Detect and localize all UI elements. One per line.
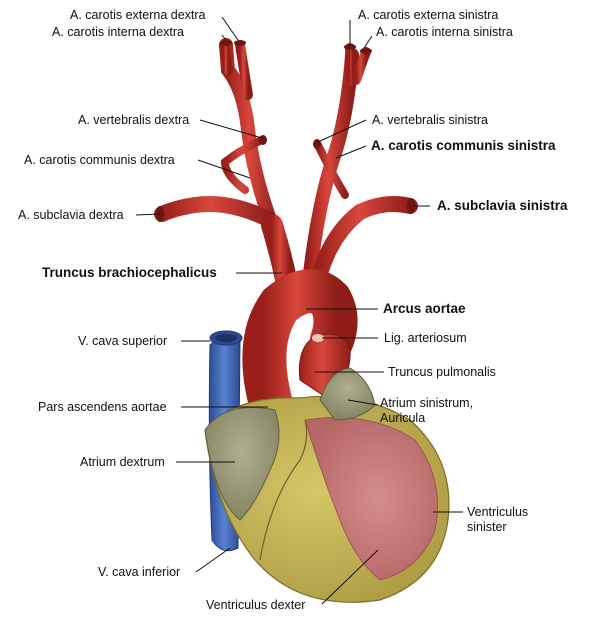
label-arcus-aortae: Arcus aortae [383,301,466,316]
label-ventriculus-dexter: Ventriculus dexter [206,598,306,612]
label-carotis-externa-dextra: A. carotis externa dextra [70,8,206,22]
label-subclavia-sinistra: A. subclavia sinistra [437,198,568,213]
label-atrium-sinistrum: Atrium sinistrum, [380,396,474,410]
label-carotis-interna-dextra: A. carotis interna dextra [52,25,185,39]
label-lig-arteriosum: Lig. arteriosum [384,331,467,345]
leader-lines [135,16,463,605]
label-ventriculus-sinister: Ventriculus [467,505,529,519]
label-truncus-pulmonalis: Truncus pulmonalis [388,365,496,379]
label-v-cava-inferior: V. cava inferior [98,565,181,579]
label-carotis-communis-dextra: A. carotis communis dextra [24,153,175,167]
arterial-tree [154,38,418,422]
label-carotis-interna-sinistra: A. carotis interna sinistra [376,25,513,39]
label-vertebralis-dextra: A. vertebralis dextra [78,113,190,127]
label-vertebralis-sinistra: A. vertebralis sinistra [372,113,489,127]
label-v-cava-superior: V. cava superior [78,334,168,348]
label-carotis-externa-sinistra: A. carotis externa sinistra [358,8,499,22]
heart-body [204,367,450,603]
label-atrium-sinistrum-auricula: Auricula [380,411,426,425]
label-pars-ascendens-aortae: Pars ascendens aortae [38,400,167,414]
label-atrium-dextrum: Atrium dextrum [80,455,165,469]
label-carotis-communis-sinistra: A. carotis communis sinistra [371,138,556,153]
label-truncus-brachiocephalicus: Truncus brachiocephalicus [42,265,217,280]
label-subclavia-dextra: A. subclavia dextra [18,208,124,222]
label-ventriculus-sinister-2: sinister [467,520,507,534]
